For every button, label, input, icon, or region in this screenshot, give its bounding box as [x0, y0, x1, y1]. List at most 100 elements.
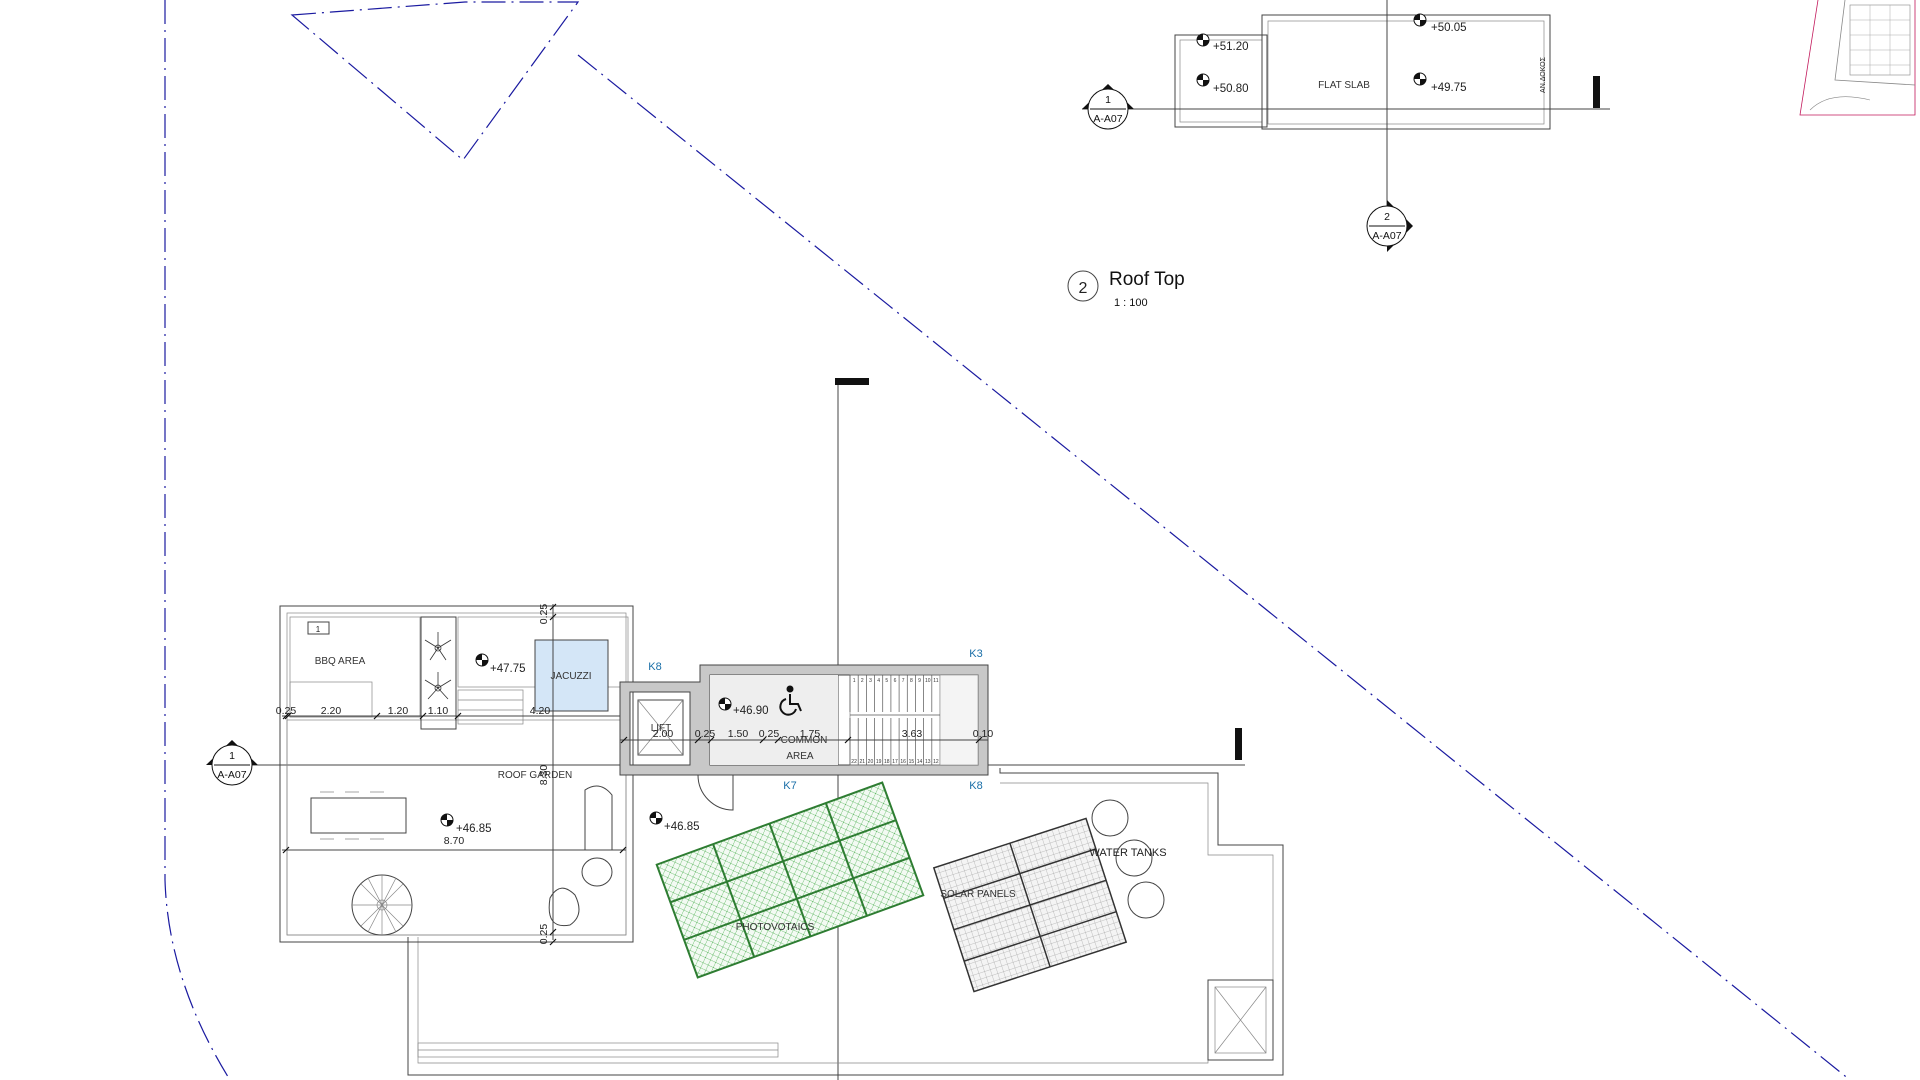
photovoltaic-array — [655, 781, 925, 979]
stair-step-number: 12 — [933, 759, 939, 765]
key-plan-thumbnail — [1799, 0, 1916, 116]
dimension-value: 1.75 — [800, 728, 821, 740]
stair-step-number: 16 — [900, 759, 906, 765]
level-value: +47.75 — [490, 663, 526, 675]
section-marker: 1 A-A07 — [1082, 84, 1134, 130]
skylight — [1207, 979, 1274, 1061]
level-value: +46.90 — [733, 705, 769, 717]
stair-step-number: 15 — [909, 759, 915, 765]
level-marker: +49.75 — [1413, 72, 1467, 94]
stair-step-number: 2 — [861, 678, 864, 684]
level-marker: +46.90 — [718, 697, 769, 717]
lounge-chair — [548, 887, 580, 927]
level-value: +46.85 — [664, 821, 700, 833]
grid-label: K8 — [648, 661, 661, 673]
section-marker: 2 A-A07 — [1366, 200, 1413, 252]
view-scale: 1 : 100 — [1114, 297, 1148, 309]
section-sheet: A-A07 — [217, 769, 246, 781]
level-value: +46.85 — [456, 823, 492, 835]
common-area-label: AREA — [786, 751, 814, 762]
section-sheet: A-A07 — [1093, 113, 1122, 125]
stair-step-number: 3 — [869, 678, 872, 684]
water-tanks: WATER TANKS — [1089, 799, 1167, 919]
dimension-value: 1.50 — [728, 728, 749, 740]
photovoltaics-label: PHOTOVOTAICS — [736, 922, 815, 933]
section-marker: 1 A-A07 — [206, 740, 258, 786]
roof-garden: ROOF GARDEN 1 BBQ AREA JACUZZI +47.75 — [279, 605, 634, 943]
stair-step-number: 4 — [877, 678, 880, 684]
level-marker: +50.05 — [1413, 13, 1467, 34]
section-number: 1 — [229, 750, 235, 762]
dining-table — [310, 791, 407, 840]
flat-slab-plan: FLAT SLAB ΑΝ.ΔΟΚΟΣ +51.20 +50.80 +50.05 … — [1082, 0, 1610, 215]
stair-step-number: 10 — [925, 678, 931, 684]
view-title-text: Roof Top — [1109, 269, 1185, 290]
stair-step-number: 5 — [885, 678, 888, 684]
bbq-label: BBQ AREA — [315, 656, 366, 667]
beam-label: ΑΝ.ΔΟΚΟΣ — [1540, 56, 1547, 93]
jacuzzi-label: JACUZZI — [550, 671, 591, 682]
section-number: 2 — [1384, 211, 1390, 223]
flat-slab-label: FLAT SLAB — [1318, 80, 1370, 91]
stair-step-number: 22 — [851, 759, 857, 765]
dimension-value: 2.00 — [653, 728, 674, 740]
stair-step-number: 7 — [902, 678, 905, 684]
dimension-value: 0.25 — [538, 924, 550, 945]
dimension-chain: 0.25 2.20 1.20 1.10 4.20 8.70 8.30 0.25 … — [276, 603, 629, 946]
jacuzzi — [534, 639, 609, 712]
stair-step-number: 8 — [910, 678, 913, 684]
level-value: +49.75 — [1431, 82, 1467, 94]
stair-step-number: 21 — [859, 759, 865, 765]
stair-step-number: 9 — [918, 678, 921, 684]
grid-label: K8 — [969, 780, 982, 792]
level-marker: +46.85 — [440, 813, 492, 835]
view-number: 2 — [1079, 280, 1088, 297]
level-value: +50.80 — [1213, 83, 1249, 95]
water-tanks-label: WATER TANKS — [1089, 847, 1166, 859]
section-sheet: A-A07 — [1372, 230, 1401, 242]
grid-label: K7 — [783, 780, 796, 792]
stair-step-number: 6 — [894, 678, 897, 684]
stair-step-number: 19 — [876, 759, 882, 765]
dimension-value: 8.70 — [444, 835, 465, 847]
dimension-value: 8.30 — [538, 765, 550, 786]
bbq-tag: 1 — [316, 625, 321, 634]
dimension-value: 0.25 — [759, 728, 780, 740]
level-marker: +50.80 — [1196, 73, 1249, 95]
plant-icon — [424, 632, 452, 700]
property-boundary — [164, 0, 1851, 1080]
sofa — [584, 785, 613, 851]
dimension-value: 1.20 — [388, 705, 409, 717]
section-number: 1 — [1105, 94, 1111, 106]
grid-label: K3 — [969, 648, 982, 660]
stair-step-number: 11 — [933, 678, 938, 684]
spiral-stair — [351, 874, 413, 936]
level-marker: +46.85 — [649, 811, 700, 833]
roof-garden-label: ROOF GARDEN — [498, 770, 572, 781]
level-marker: +47.75 — [475, 653, 526, 675]
level-value: +50.05 — [1431, 22, 1467, 34]
view-title: 2 Roof Top 1 : 100 — [1067, 269, 1185, 309]
dimension-value: 0.25 — [538, 604, 550, 625]
dimension-value: 3.63 — [902, 728, 923, 740]
solar-panel-array — [932, 817, 1128, 993]
dimension-value: 2.20 — [321, 705, 342, 717]
stair-step-number: 17 — [892, 759, 898, 765]
stair-step-number: 20 — [868, 759, 874, 765]
dimension-chain: 2.00 0.25 1.50 0.25 1.75 3.63 0.10 — [620, 728, 993, 744]
solar-panels-label: SOLAR PANELS — [940, 889, 1016, 900]
level-marker: +51.20 — [1196, 33, 1249, 53]
dimension-value: 1.10 — [428, 705, 449, 717]
dimension-value: 0.25 — [276, 705, 297, 717]
lift — [637, 699, 684, 756]
wheelchair-icon — [779, 685, 802, 716]
stair-step-number: 1 — [853, 678, 856, 684]
stair-step-number: 18 — [884, 759, 890, 765]
roof-outline — [407, 768, 1284, 1076]
stair-step-number: 14 — [917, 759, 923, 765]
stair-step-number: 13 — [925, 759, 931, 765]
lift-label: LIFT — [651, 723, 672, 734]
level-value: +51.20 — [1213, 41, 1249, 53]
